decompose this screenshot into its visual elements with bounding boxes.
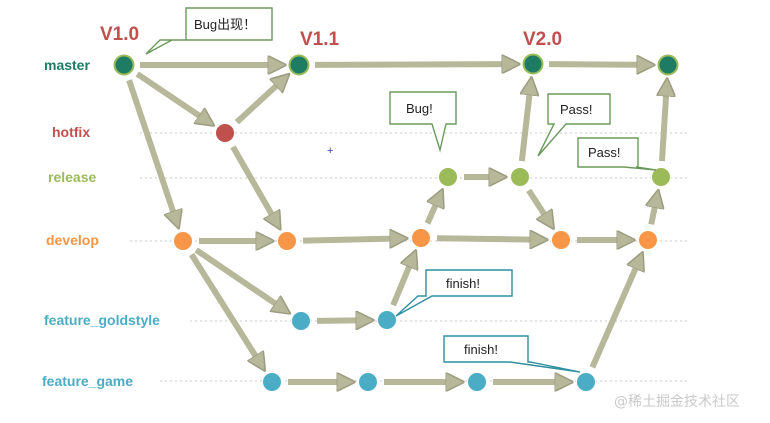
commit-node-feature-game	[576, 372, 596, 392]
commit-node-feature-game	[262, 372, 282, 392]
commit-node-develop	[277, 231, 297, 251]
commit-nodes	[113, 53, 679, 392]
flow-arrow	[230, 145, 277, 224]
crosshair-mark: +	[327, 145, 333, 157]
flow-arrow	[518, 84, 531, 162]
callout-finish-1: finish!	[395, 269, 513, 317]
flow-arrow	[126, 79, 177, 222]
callout-bug-appeared-text: Bug出现！	[194, 17, 256, 32]
commit-node-develop	[638, 230, 658, 250]
callout-pass-1: Pass!	[537, 93, 611, 157]
flow-arrow	[302, 238, 401, 240]
commit-node-master	[657, 54, 679, 76]
callout-pass-2: Pass!	[577, 137, 657, 171]
flow-arrow	[589, 258, 640, 369]
commit-node-release	[438, 167, 458, 187]
flow-arrow	[316, 320, 367, 321]
flow-arrow	[548, 64, 648, 65]
flow-arrow	[194, 247, 284, 310]
version-label-v1-0: V1.0	[100, 24, 139, 45]
callout-finish-2-text: finish!	[464, 342, 498, 357]
callout-pass-2-text: Pass!	[588, 145, 621, 160]
flow-arrow	[135, 71, 208, 122]
callout-bug: Bug!	[389, 91, 457, 153]
commit-node-feature-goldstyle	[291, 311, 311, 331]
flow-arrow	[436, 238, 541, 239]
callout-bug-text: Bug!	[406, 101, 433, 116]
lane-label-feature-game: feature_game	[42, 373, 133, 389]
flow-arrow	[390, 256, 413, 307]
lane-label-master: master	[44, 57, 90, 73]
commit-node-develop	[173, 231, 193, 251]
callout-finish-1-text: finish!	[446, 276, 480, 291]
arrows	[126, 64, 667, 382]
callout-bug-appeared: Bug出现！	[145, 7, 273, 55]
commit-node-master	[288, 54, 310, 76]
commit-node-master	[522, 53, 544, 75]
lane-label-develop: develop	[46, 232, 99, 248]
flow-arrow	[234, 79, 284, 125]
commit-node-release	[651, 167, 671, 187]
commit-node-feature-game	[467, 372, 487, 392]
watermark-text: @稀土掘金技术社区	[614, 394, 740, 410]
commit-node-hotfix	[215, 123, 235, 143]
flow-arrow	[314, 64, 513, 65]
flow-arrow	[189, 252, 262, 366]
flow-arrow	[526, 188, 550, 223]
commit-node-master	[113, 54, 135, 76]
version-label-v2-0: V2.0	[523, 29, 562, 50]
lane-label-feature-goldstyle: feature_goldstyle	[44, 312, 160, 328]
commit-node-feature-game	[358, 372, 378, 392]
lane-label-hotfix: hotfix	[52, 124, 90, 140]
callout-finish-2: finish!	[443, 335, 581, 373]
commit-node-develop	[551, 230, 571, 250]
commit-node-release	[510, 167, 530, 187]
version-label-v1-1: V1.1	[300, 29, 340, 50]
lane-label-release: release	[48, 169, 96, 185]
flow-arrow	[662, 85, 667, 162]
callout-pass-1-text: Pass!	[560, 102, 593, 117]
commit-node-feature-goldstyle	[377, 310, 397, 330]
flow-arrow	[651, 197, 657, 225]
commit-node-develop	[411, 228, 431, 248]
flow-arrow	[424, 195, 439, 225]
